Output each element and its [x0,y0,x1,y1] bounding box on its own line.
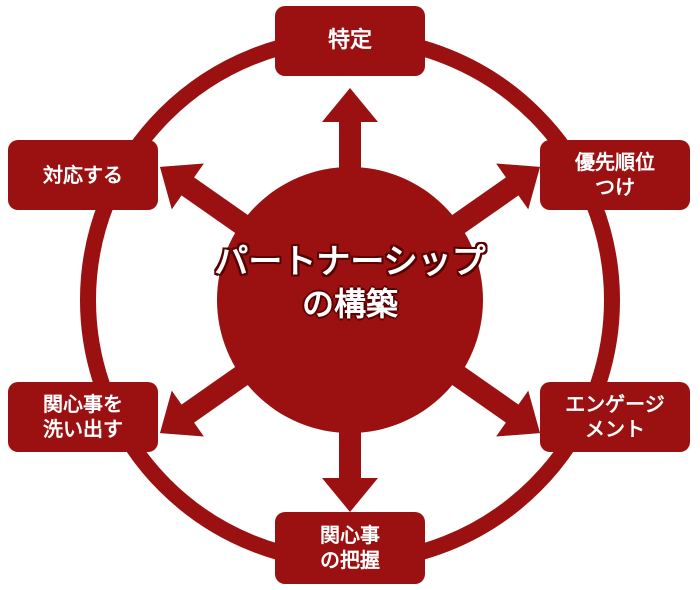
arrow-lower-right [441,359,541,437]
node-bottom: 関心事の把握 [275,512,425,584]
node-label-line: つけ [595,175,635,199]
center-title-line1: パートナーシップ [214,242,486,282]
node-label-line: 特定 [327,28,372,54]
node-upper-right: 優先順位つけ [540,140,690,210]
arrow-upper-left [159,163,259,241]
node-label-line: 優先順位 [575,150,655,174]
center-circle [217,167,483,433]
node-label-line: 対応する [43,162,123,187]
center-title-line2: の構築 [301,285,398,324]
arrow-upper-right [441,163,541,241]
arrow-up [322,88,378,180]
node-label-line: 洗い出す [43,417,123,441]
node-label-line: 関心事 [320,523,380,547]
arrow-down [322,425,378,512]
node-top: 特定 [275,6,425,76]
node-lower-left: 関心事を洗い出す [8,382,158,452]
node-lower-right: エンゲージメント [540,382,690,452]
node-label-line: メント [584,417,645,441]
node-upper-left: 対応する [8,140,158,210]
arrows [159,88,541,512]
node-label-line: エンゲージ [565,392,665,416]
arrow-lower-left [159,359,259,437]
center-title: パートナーシップ の構築 [155,240,545,326]
node-label-line: 関心事を [43,392,123,416]
node-label-line: の把握 [320,548,380,572]
